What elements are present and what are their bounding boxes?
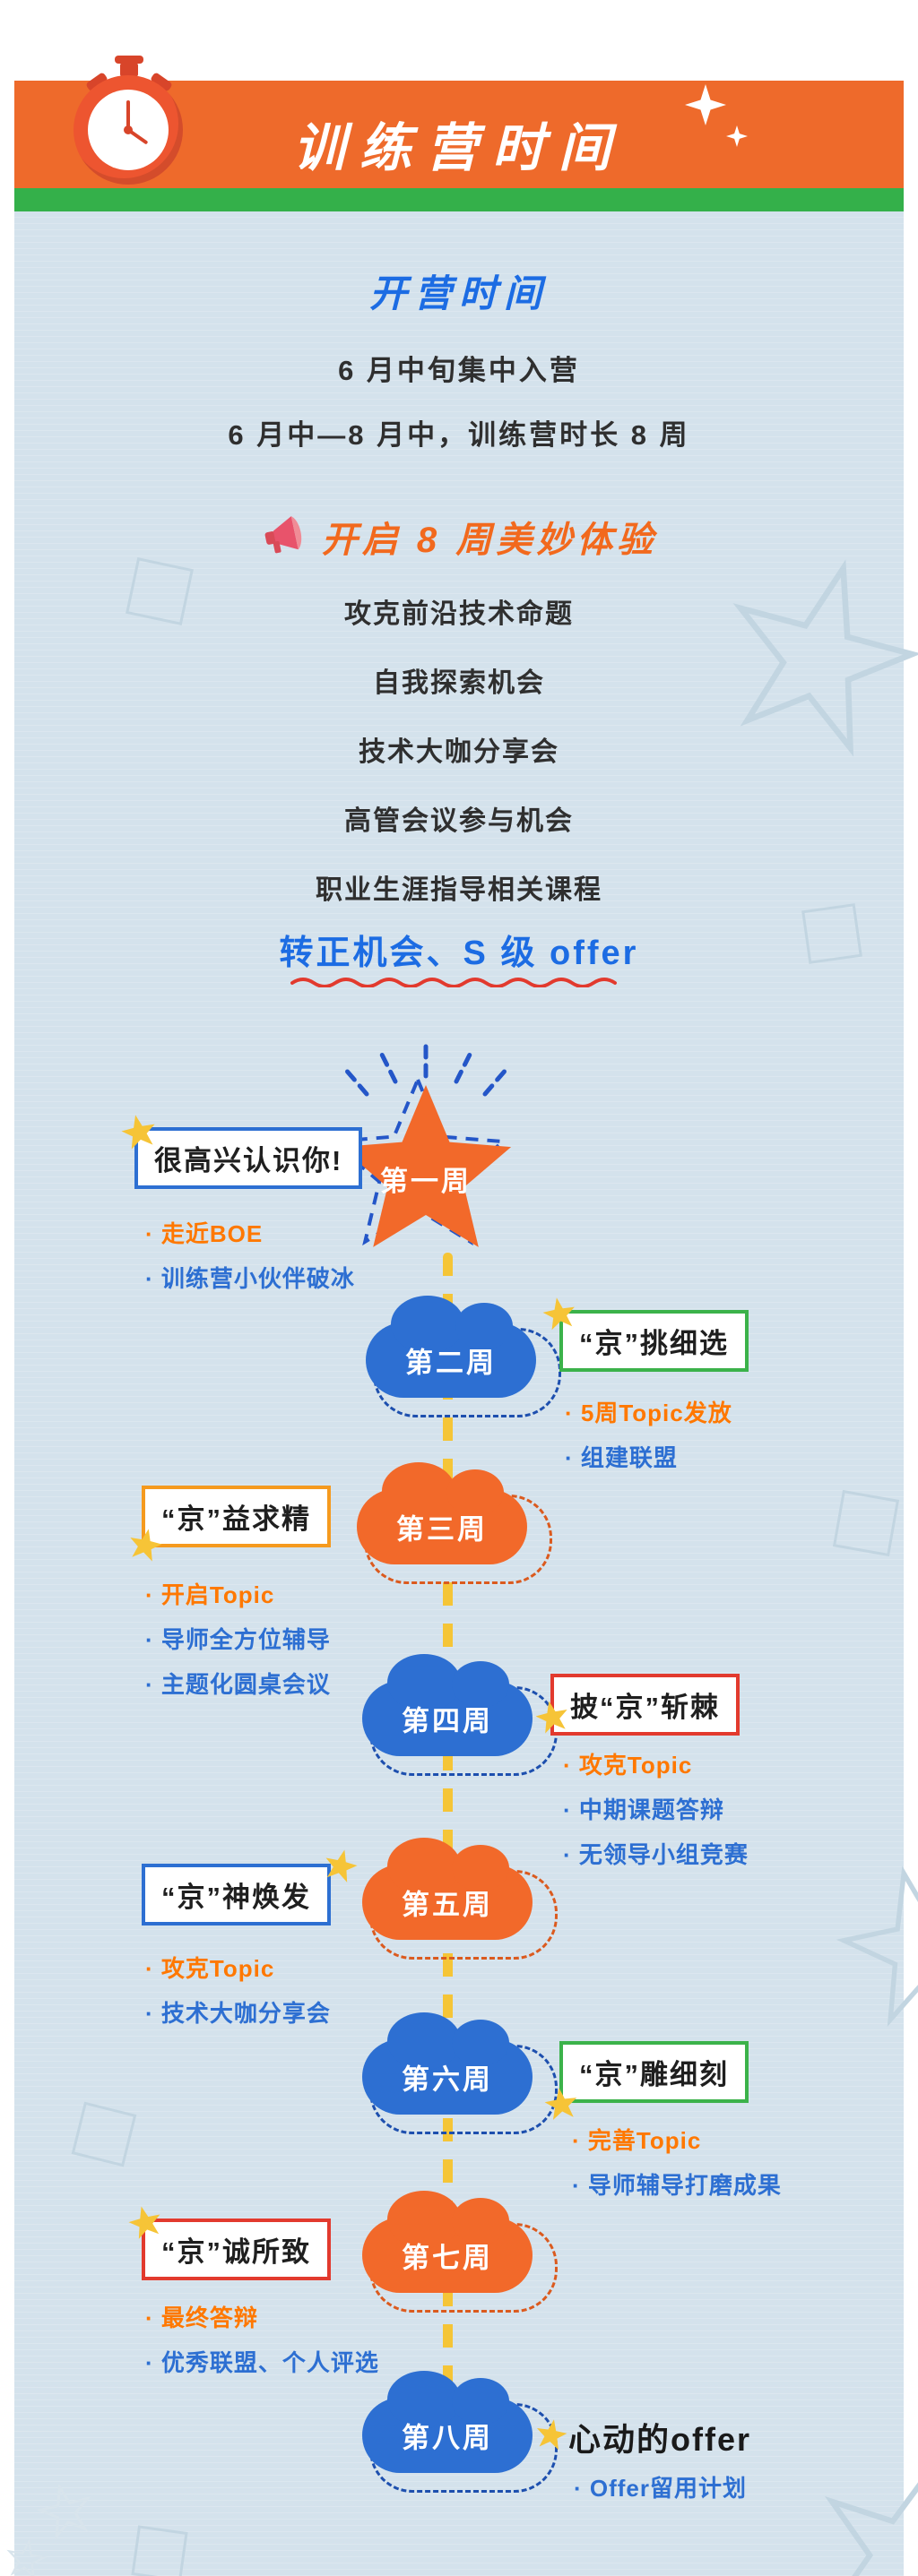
week-label: 第一周 [380,1166,472,1197]
week-label: 第六周 [402,2063,493,2096]
week3-box: “京”益求精 [142,1486,331,1547]
week1-star: 第一周 [309,1041,542,1293]
timeline-item: · 走近BOE [145,1220,264,1247]
week5-box-title: “京”神焕发 [161,1882,311,1913]
timeline-item: · 导师全方位辅导 [145,1626,331,1653]
week2-box-title: “京”挑细选 [579,1328,729,1359]
benefit-item: 职业生涯指导相关课程 [316,875,602,905]
timeline-item: · 主题化圆桌会议 [145,1671,331,1698]
decor-square [832,1489,900,1557]
week-label: 第四周 [402,1705,493,1737]
week3-cloud: 第三周 [357,1462,527,1564]
timeline-item: · 攻克Topic [145,1955,275,1982]
decor-square [131,2525,188,2576]
week6-box: “京”雕细刻 [559,2041,749,2103]
decor-star-icon [836,1865,918,2027]
stopwatch-icon [72,56,186,185]
timeline-item: · 无领导小组竞赛 [563,1841,749,1868]
decor-star-icon [824,2460,918,2576]
week5-box: “京”神焕发 [142,1864,331,1926]
week7-box-title: “京”诚所致 [161,2236,311,2268]
timeline-item: · 训练营小伙伴破冰 [145,1265,355,1292]
week-label: 第八周 [402,2422,493,2454]
header-strip [14,188,904,211]
week6-cloud: 第六周 [362,2012,533,2115]
week5-items: · 攻克Topic · 技术大咖分享会 [145,1946,331,2036]
week1-box-title: 很高兴认识你! [154,1145,343,1176]
week5-cloud: 第五周 [362,1838,533,1940]
week4-box-title: 披“京”斩棘 [570,1692,720,1723]
highlight-text: 转正机会、S 级 offer [279,935,639,972]
opening-time-title: 开营时间 [368,272,549,314]
timeline-item: · 攻克Topic [563,1752,693,1779]
week8-items: · Offer留用计划 [574,2466,747,2511]
week1-items: · 走近BOE · 训练营小伙伴破冰 [145,1211,355,1301]
decor-star-icon [732,559,918,757]
page-title: 训练营时间 [292,119,625,177]
week1-box: 很高兴认识你! [134,1127,363,1189]
timeline-item: · 技术大咖分享会 [145,2000,331,2027]
megaphone-icon [261,514,309,560]
week2-items: · 5周Topic发放 · 组建联盟 [565,1391,732,1480]
timeline-item: · 完善Topic [572,2127,702,2154]
benefit-item: 攻克前沿技术命题 [344,599,574,629]
decor-star-icon [6,2538,48,2576]
week4-box: 披“京”斩棘 [550,1674,740,1736]
timeline-item: · 开启Topic [145,1581,275,1608]
opening-line: 6 月中旬集中入营 [338,355,580,386]
week7-cloud: 第七周 [362,2191,533,2293]
week4-items: · 攻克Topic · 中期课题答辩 · 无领导小组竞赛 [563,1743,749,1877]
burst-icon [342,1041,509,1097]
experience-header: 开启 8 周美妙体验 [0,511,918,563]
week6-box-title: “京”雕细刻 [579,2059,729,2090]
timeline-item: · 中期课题答辩 [563,1796,724,1823]
week8-cloud: 第八周 [362,2371,533,2473]
week-label: 第三周 [396,1513,488,1546]
timeline-item: · 优秀联盟、个人评选 [145,2349,379,2376]
timeline-item: · 组建联盟 [565,1444,678,1471]
timeline-item: · 5周Topic发放 [565,1400,732,1426]
week3-items: · 开启Topic · 导师全方位辅导 · 主题化圆桌会议 [145,1572,331,1707]
benefit-item: 高管会议参与机会 [344,806,574,836]
opening-line: 6 月中—8 月中，训练营时长 8 周 [228,419,690,451]
experience-title: 开启 8 周美妙体验 [321,521,658,560]
decor-star-icon [36,2483,91,2540]
week-label: 第五周 [402,1889,493,1921]
timeline-item: · Offer留用计划 [574,2475,748,2502]
wavy-underline [290,978,617,987]
week-label: 第二周 [405,1347,497,1379]
week7-box: “京”诚所致 [142,2218,331,2280]
week7-items: · 最终答辩 · 优秀联盟、个人评选 [145,2296,379,2385]
timeline-item: · 导师辅导打磨成果 [572,2172,782,2199]
week4-cloud: 第四周 [362,1654,533,1756]
week2-box: “京”挑细选 [559,1310,749,1372]
week6-items: · 完善Topic · 导师辅导打磨成果 [572,2118,782,2208]
week-label: 第七周 [402,2242,493,2274]
benefit-item: 技术大咖分享会 [359,737,559,767]
week2-cloud: 第二周 [366,1296,536,1398]
timeline-item: · 最终答辩 [145,2305,258,2331]
week8-title: 心动的offer [568,2421,751,2458]
benefit-item: 自我探索机会 [373,668,545,698]
week3-box-title: “京”益求精 [161,1503,311,1535]
